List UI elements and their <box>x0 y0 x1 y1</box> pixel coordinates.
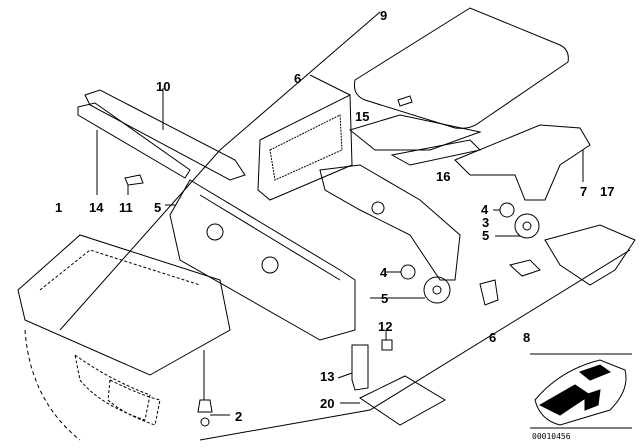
label-6: 6 <box>489 330 497 345</box>
label-16: 14 <box>89 200 104 215</box>
mat-20 <box>359 375 446 426</box>
label-2: 2 <box>235 409 243 424</box>
label-10: 8 <box>523 330 531 345</box>
leader-8 <box>309 74 351 96</box>
label-13: 11 <box>119 200 133 215</box>
label-3: 3 <box>482 215 490 230</box>
bulkhead-hole-1 <box>206 223 224 241</box>
grommet-5-center <box>423 276 451 304</box>
cowl-rail-12 <box>84 89 246 181</box>
cover-detail <box>39 249 201 291</box>
label-19: 17 <box>600 184 615 199</box>
label-11: 9 <box>380 8 388 23</box>
headlight-left <box>74 353 151 421</box>
label-5-right: 5 <box>482 228 490 243</box>
label-17: 15 <box>355 109 370 124</box>
label-5-center: 5 <box>381 291 389 306</box>
label-1: 1 <box>55 200 63 215</box>
clip-2 <box>197 399 213 413</box>
grommet-4-center <box>400 264 416 280</box>
grommet-5-right-hub <box>522 221 532 231</box>
floor-panel-right <box>544 224 636 286</box>
block-13 <box>124 174 144 186</box>
bulkhead-edge <box>199 194 341 281</box>
car-front-outline <box>24 329 81 441</box>
hood-insulation-panel <box>354 7 569 129</box>
block-15 <box>351 344 369 391</box>
side-panel-detail <box>269 114 343 181</box>
floor-part-18 <box>390 139 482 166</box>
brace-hole <box>371 201 385 215</box>
label-4-right: 4 <box>481 202 489 217</box>
label-4-center: 4 <box>380 265 388 280</box>
side-panel-8 <box>257 94 353 201</box>
tunnel-part-9 <box>454 124 591 201</box>
grille <box>107 379 161 426</box>
bulkhead-hole-2 <box>261 256 279 274</box>
guide-line-11 <box>59 11 381 331</box>
guide-line-10 <box>199 249 631 441</box>
label-15: 13 <box>320 369 335 384</box>
inset-highlight-roof <box>578 364 612 381</box>
inset-highlight-front <box>538 384 591 416</box>
floor-part-17 <box>348 114 482 151</box>
firewall-brace <box>319 164 461 281</box>
part-6 <box>479 279 499 306</box>
label-18: 16 <box>436 169 451 184</box>
hood-clip <box>397 95 413 107</box>
inset-car-outline <box>534 359 627 426</box>
grommet-5-center-hub <box>432 285 442 295</box>
reference-code: 00010456 <box>532 432 571 441</box>
label-12: 10 <box>156 79 171 94</box>
label-20: 20 <box>320 396 335 411</box>
bulkhead-7 <box>169 179 356 341</box>
clip-14 <box>381 339 393 351</box>
label-9: 7 <box>580 184 588 199</box>
clip-washer <box>200 417 210 427</box>
inset-highlight-side <box>584 389 601 411</box>
grommet-4-right <box>499 202 515 218</box>
rail-16 <box>77 102 191 179</box>
leader-15 <box>337 372 353 379</box>
label-7: 5 <box>154 200 162 215</box>
small-plate <box>508 259 541 277</box>
grommet-5-right <box>514 213 540 239</box>
label-14: 12 <box>378 319 393 334</box>
label-8: 6 <box>294 71 302 86</box>
underbody-cover-1 <box>17 234 231 376</box>
